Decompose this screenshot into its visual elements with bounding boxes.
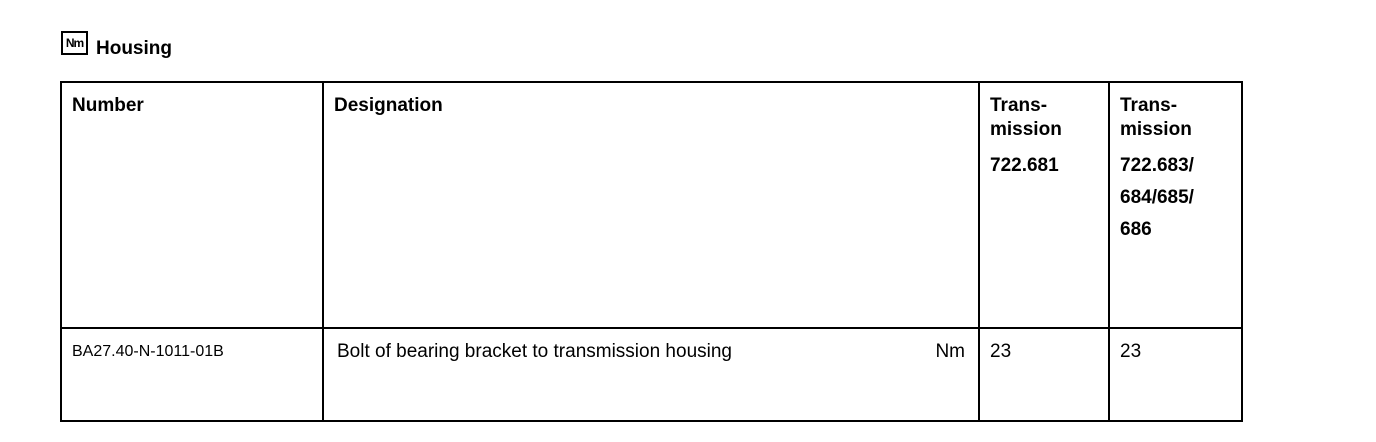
header-transmission-label: Trans- mission — [1120, 95, 1192, 140]
torque-nm-icon: Nm — [61, 31, 88, 55]
cell-designation: Bolt of bearing bracket to transmission … — [322, 327, 980, 422]
header-number: Number — [60, 81, 324, 329]
header-transmission-722-681: Trans- mission 722.681 — [978, 81, 1110, 329]
section-title: Housing — [96, 38, 172, 59]
cell-value-722-681: 23 — [978, 327, 1110, 422]
unit-label: Nm — [935, 341, 965, 362]
designation-text: Bolt of bearing bracket to transmission … — [337, 341, 732, 362]
table-row: BA27.40-N-1011-01B Bolt of bearing brack… — [60, 327, 1243, 422]
section-heading: Nm Housing — [61, 31, 172, 60]
torque-spec-table: Number Designation Trans- mission 722.68… — [60, 81, 1243, 422]
header-model-722-681: 722.681 — [990, 155, 1059, 176]
cell-number: BA27.40-N-1011-01B — [60, 327, 324, 422]
header-transmission-722-683: Trans- mission 722.683/ 684/685/ 686 — [1108, 81, 1243, 329]
header-transmission-label: Trans- mission — [990, 95, 1062, 140]
header-model-722-683: 722.683/ 684/685/ 686 — [1120, 155, 1194, 240]
table-header-row: Number Designation Trans- mission 722.68… — [60, 81, 1243, 329]
header-designation: Designation — [322, 81, 980, 329]
cell-value-722-683: 23 — [1108, 327, 1243, 422]
